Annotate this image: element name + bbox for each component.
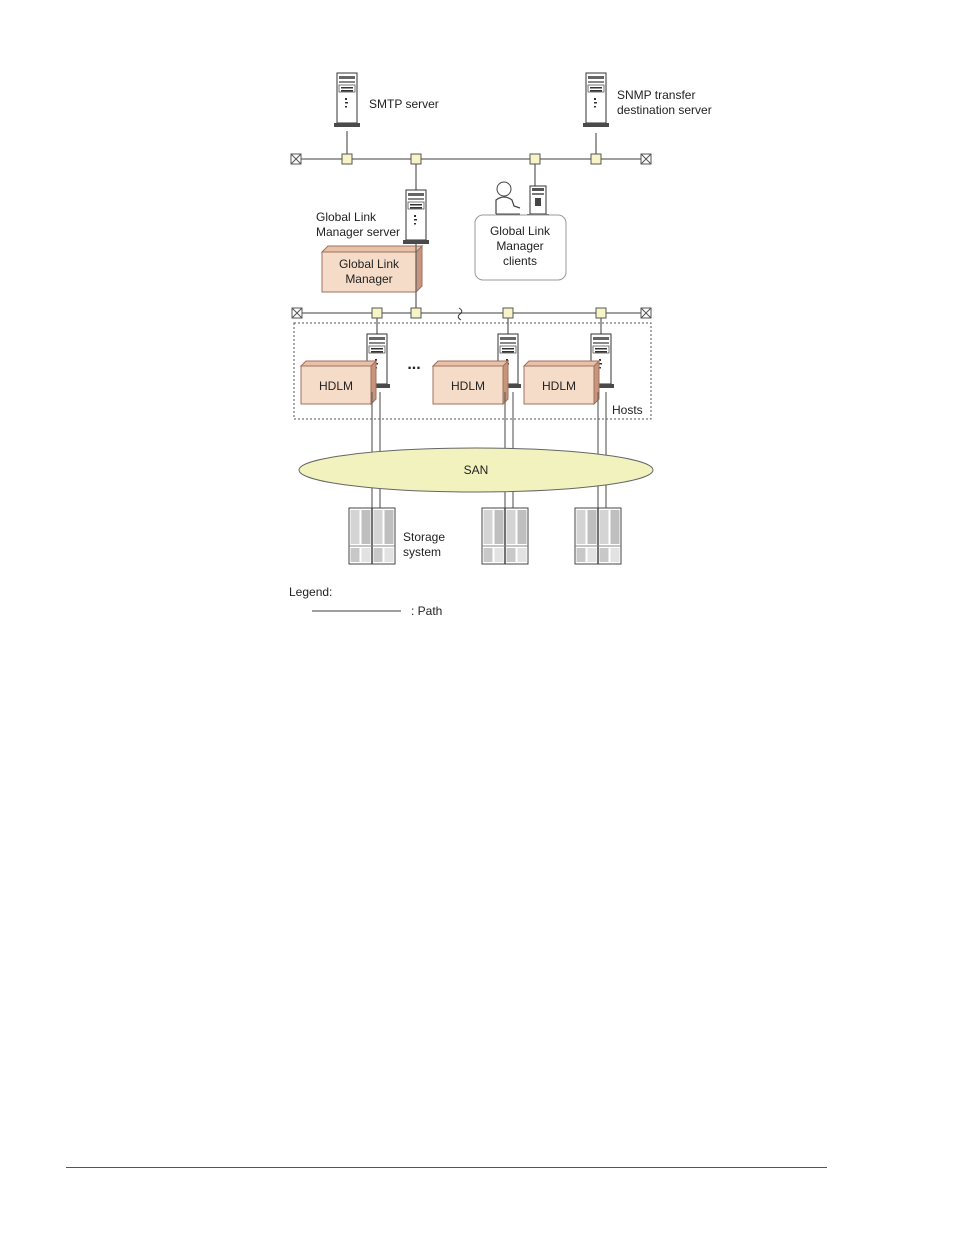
glm-clients-label-line2: Manager xyxy=(496,239,543,253)
network-break-mark xyxy=(458,308,462,320)
snmp-server-label-line1: SNMP transfer xyxy=(617,88,695,102)
storage-label-line2: system xyxy=(403,545,441,559)
glm-server-label-line1: Global Link xyxy=(316,210,377,224)
network-node xyxy=(411,308,421,318)
glm-clients-label-line3: clients xyxy=(503,254,537,268)
network-terminator-icon xyxy=(641,154,651,164)
network-terminator-icon xyxy=(641,308,651,318)
hosts-label: Hosts xyxy=(612,403,643,417)
legend-path-label: : Path xyxy=(411,604,442,618)
network-node xyxy=(596,308,606,318)
glm-server-icon xyxy=(403,190,429,244)
network-node xyxy=(411,154,421,164)
network-terminator-icon xyxy=(291,154,301,164)
smtp-server-label: SMTP server xyxy=(369,97,439,111)
snmp-server-icon xyxy=(583,73,609,127)
workstation-icon xyxy=(527,186,549,217)
storage-array-icon xyxy=(349,508,395,564)
network-node xyxy=(503,308,513,318)
glm-clients-label-line1: Global Link xyxy=(490,224,551,238)
hdlm-label: HDLM xyxy=(542,379,576,393)
user-icon xyxy=(496,182,520,214)
network-node xyxy=(342,154,352,164)
network-node xyxy=(372,308,382,318)
legend-title: Legend: xyxy=(289,585,332,599)
network-terminator-icon xyxy=(292,308,302,318)
hdlm-label: HDLM xyxy=(451,379,485,393)
footer-rule xyxy=(66,1167,827,1168)
storage-label-line1: Storage xyxy=(403,530,445,544)
snmp-server-label-line2: destination server xyxy=(617,103,712,117)
glm-box-label-line1: Global Link xyxy=(339,257,400,271)
network-node xyxy=(591,154,601,164)
network-node xyxy=(530,154,540,164)
glm-box-label-line2: Manager xyxy=(345,272,392,286)
more-hosts-ellipsis: ... xyxy=(407,356,420,373)
smtp-server-icon xyxy=(334,73,360,127)
storage-array-icon xyxy=(482,508,528,564)
storage-array-icon xyxy=(575,508,621,564)
hdlm-label: HDLM xyxy=(319,379,353,393)
glm-server-label-line2: Manager server xyxy=(316,225,400,239)
san-label: SAN xyxy=(464,463,489,477)
